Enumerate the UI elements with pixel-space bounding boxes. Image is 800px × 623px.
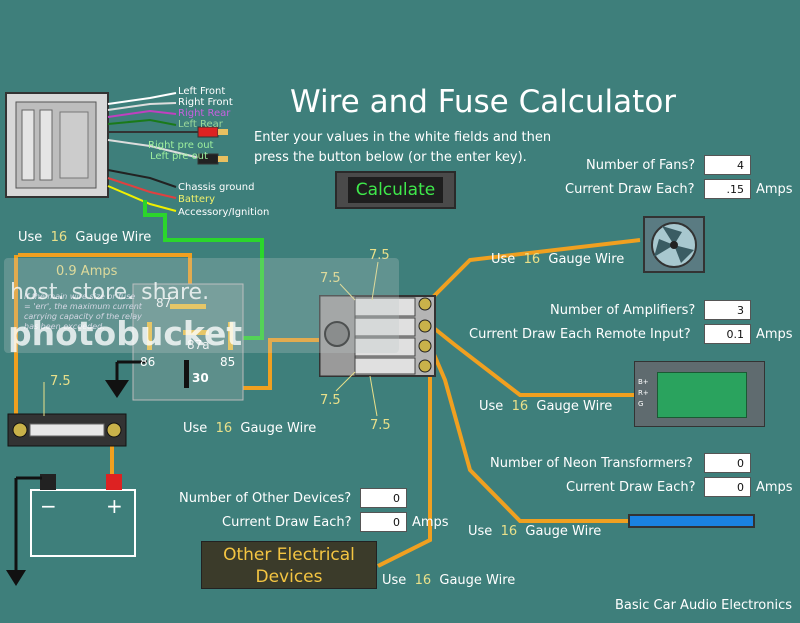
other-current-input[interactable]: 0 bbox=[360, 512, 407, 532]
gauge-text: Gauge Wire bbox=[75, 230, 152, 245]
use-text: Use bbox=[479, 399, 504, 414]
neon-current-label: Current Draw Each? bbox=[566, 480, 696, 495]
neon-current-input[interactable]: 0 bbox=[704, 477, 751, 497]
gauge-label-main: Use 16 Gauge Wire bbox=[18, 230, 151, 245]
instruction-line: press the button below (or the enter key… bbox=[254, 150, 527, 165]
gauge-value: 16 bbox=[50, 230, 68, 245]
gauge-text: Gauge Wire bbox=[439, 573, 516, 588]
gauge-value: 16 bbox=[215, 421, 233, 436]
fans-current-input[interactable]: .15 bbox=[704, 179, 751, 199]
fans-count-input[interactable]: 4 bbox=[704, 155, 751, 175]
relay-pin-30: 30 bbox=[192, 371, 209, 385]
amps-unit: Amps bbox=[412, 515, 449, 530]
calculate-button-label: Calculate bbox=[347, 177, 444, 203]
harness-label: Battery bbox=[178, 194, 216, 205]
fan-box bbox=[643, 216, 705, 273]
battery-plus: + bbox=[106, 494, 123, 518]
gauge-label-relay: Use 16 Gauge Wire bbox=[183, 421, 316, 436]
neon-count-label: Number of Neon Transformers? bbox=[490, 456, 693, 471]
gauge-text: Gauge Wire bbox=[548, 252, 625, 267]
other-box-line: Other Electrical bbox=[223, 545, 355, 565]
fuse-value: 7.5 bbox=[370, 418, 391, 433]
use-text: Use bbox=[468, 524, 493, 539]
relay-pin-85: 85 bbox=[220, 355, 236, 369]
main-fuse-holder bbox=[7, 413, 127, 447]
use-text: Use bbox=[18, 230, 43, 245]
fans-current-label: Current Draw Each? bbox=[565, 182, 695, 197]
fans-count-label: Number of Fans? bbox=[586, 158, 696, 173]
harness-label: Right pre out bbox=[148, 140, 214, 151]
relay-pin-87: 87 bbox=[156, 296, 172, 310]
gauge-label-other: Use 16 Gauge Wire bbox=[382, 573, 515, 588]
gauge-value: 16 bbox=[523, 252, 541, 267]
gauge-value: 16 bbox=[414, 573, 432, 588]
use-text: Use bbox=[183, 421, 208, 436]
fuse-value: 7.5 bbox=[320, 393, 341, 408]
gauge-text: Gauge Wire bbox=[525, 524, 602, 539]
other-count-input[interactable]: 0 bbox=[360, 488, 407, 508]
watermark-logo: photobucket bbox=[8, 314, 243, 353]
main-fuse-value: 7.5 bbox=[50, 374, 71, 389]
head-unit-connector bbox=[5, 92, 109, 198]
use-text: Use bbox=[382, 573, 407, 588]
amps-unit: Amps bbox=[756, 480, 793, 495]
neon-tube-icon bbox=[628, 514, 755, 528]
gauge-label-amps: Use 16 Gauge Wire bbox=[479, 399, 612, 414]
amp-terminal-r: R+ bbox=[638, 389, 649, 397]
fuse-block bbox=[319, 295, 436, 377]
harness-label: Accessory/Ignition bbox=[178, 207, 270, 218]
harness-label: Left Rear bbox=[178, 119, 223, 130]
harness-label: Right Front bbox=[178, 97, 233, 108]
main-current-readout: 0.9 Amps bbox=[56, 264, 118, 279]
harness-label: Chassis ground bbox=[178, 182, 255, 193]
gauge-value: 16 bbox=[511, 399, 529, 414]
amps-unit: Amps bbox=[756, 327, 793, 342]
watermark-overlay bbox=[4, 258, 399, 353]
other-box-line: Devices bbox=[255, 567, 323, 587]
amp-terminal-g: G bbox=[638, 400, 644, 408]
other-count-label: Number of Other Devices? bbox=[179, 491, 352, 506]
watermark-text: host. store. share. bbox=[10, 280, 210, 305]
rca-plug-icon bbox=[197, 126, 228, 165]
gauge-value: 16 bbox=[500, 524, 518, 539]
relay bbox=[132, 283, 244, 401]
ground-arrow-icon bbox=[6, 360, 147, 586]
relay-pin-87a: 87a bbox=[187, 338, 210, 352]
instruction-line: Enter your values in the white fields an… bbox=[254, 130, 552, 145]
fuse-value: 7.5 bbox=[320, 271, 341, 286]
amplifiers-current-input[interactable]: 0.1 bbox=[704, 324, 751, 344]
other-current-label: Current Draw Each? bbox=[222, 515, 352, 530]
harness-label: Left pre out bbox=[150, 151, 208, 162]
amplifier-heatsink bbox=[657, 372, 747, 418]
gauge-label-fans: Use 16 Gauge Wire bbox=[491, 252, 624, 267]
calculate-button[interactable]: Calculate bbox=[335, 171, 456, 209]
amp-terminal-b: B+ bbox=[638, 378, 649, 386]
gauge-label-neon: Use 16 Gauge Wire bbox=[468, 524, 601, 539]
use-text: Use bbox=[491, 252, 516, 267]
footer-credit: Basic Car Audio Electronics bbox=[614, 598, 792, 613]
battery-icon bbox=[30, 474, 136, 557]
main-wire-note: If the main wire size or fuse = 'err', t… bbox=[24, 292, 142, 331]
amplifiers-count-input[interactable]: 3 bbox=[704, 300, 751, 320]
amplifiers-count-label: Number of Amplifiers? bbox=[550, 303, 696, 318]
harness-label: Left Front bbox=[178, 86, 226, 97]
harness-label: Right Rear bbox=[178, 108, 231, 119]
gauge-text: Gauge Wire bbox=[536, 399, 613, 414]
fuse-value: 7.5 bbox=[369, 248, 390, 263]
harness-wires bbox=[107, 92, 201, 212]
amps-unit: Amps bbox=[756, 182, 793, 197]
relay-pin-86: 86 bbox=[140, 355, 156, 369]
page-title: Wire and Fuse Calculator bbox=[290, 84, 677, 120]
gauge-text: Gauge Wire bbox=[240, 421, 317, 436]
battery-minus: − bbox=[40, 494, 57, 518]
amplifier-icon: B+ R+ G bbox=[634, 361, 765, 427]
amplifiers-current-label: Current Draw Each Remote Input? bbox=[469, 327, 691, 342]
neon-count-input[interactable]: 0 bbox=[704, 453, 751, 473]
